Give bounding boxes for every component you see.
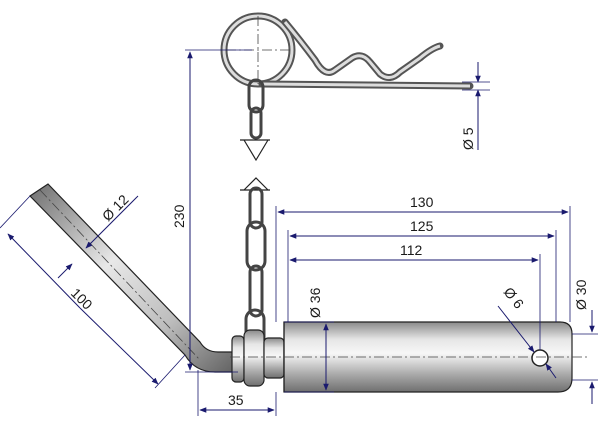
overall-length-dimension: 130	[275, 194, 571, 322]
chain-lower	[240, 177, 270, 352]
clip-wire-label: Ø 5	[460, 127, 476, 150]
overall-length-label: 130	[410, 194, 434, 210]
hole-diameter-label: Ø 6	[501, 284, 528, 312]
length-125-dimension: 125	[287, 218, 557, 322]
length-112-dimension: 112	[289, 242, 541, 350]
length-112-label: 112	[400, 242, 423, 258]
pin-diameter-dimension: Ø 36	[284, 287, 334, 393]
main-pin	[230, 321, 590, 393]
clip-wire-dimension: Ø 5	[460, 62, 490, 150]
r-clip	[220, 12, 474, 90]
total-height-dimension: 230	[171, 49, 252, 373]
chain-upper	[240, 78, 270, 162]
cross-hole	[531, 349, 549, 367]
end-diameter-label: Ø 30	[573, 279, 589, 310]
offset-dimension: 35	[197, 370, 277, 416]
length-125-label: 125	[410, 218, 434, 234]
handle-length-dimension: 100	[0, 195, 186, 389]
pin-diameter-label: Ø 36	[307, 287, 323, 318]
end-diameter-dimension: Ø 30	[572, 279, 598, 404]
collar	[231, 329, 285, 387]
handle-rod	[29, 183, 241, 373]
offset-label: 35	[228, 392, 244, 408]
total-height-label: 230	[171, 204, 187, 228]
handle-length-label: 100	[68, 285, 96, 313]
